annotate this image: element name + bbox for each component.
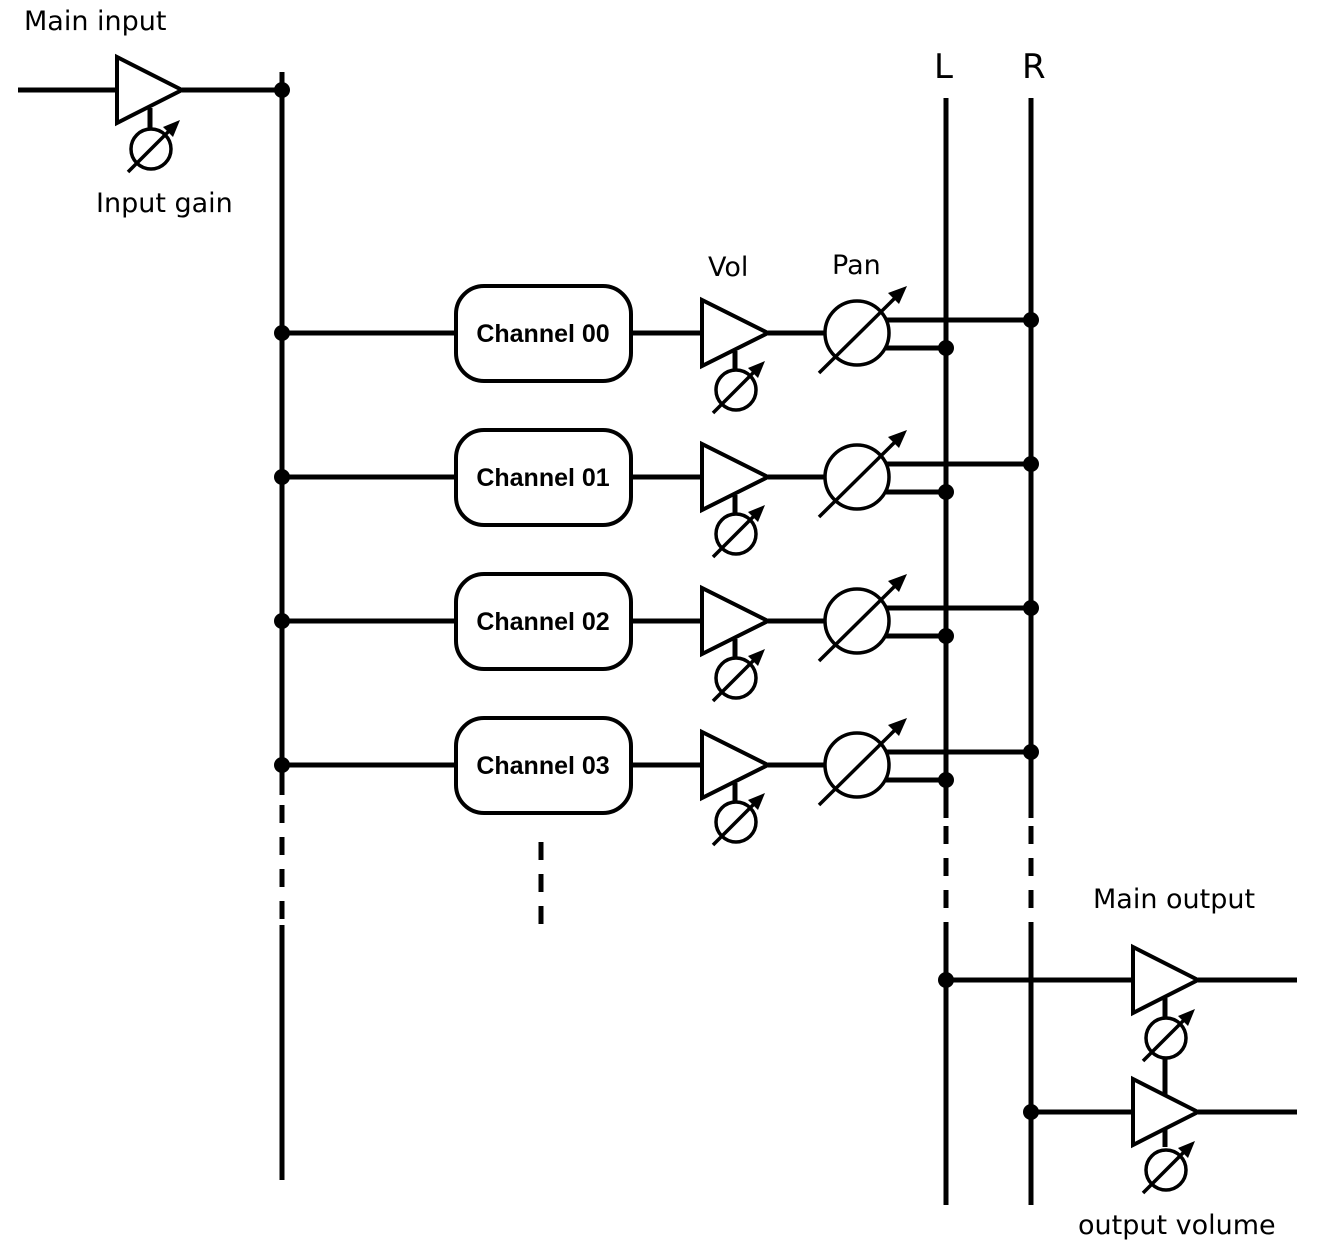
vol-amplifier-icon (700, 728, 773, 802)
main-output-section (938, 943, 1297, 1195)
channel-label: Channel 00 (476, 320, 609, 348)
junction-dot (938, 484, 954, 500)
vol-amplifier-icon (700, 440, 773, 514)
vol-label: Vol (708, 252, 748, 283)
stereo-bus (943, 98, 1034, 1205)
junction-dot (274, 325, 290, 341)
junction-dot (274, 757, 290, 773)
junction-dot (938, 340, 954, 356)
junction-dot (938, 772, 954, 788)
input-gain-label: Input gain (96, 188, 233, 219)
bus-right-label: R (1022, 47, 1046, 87)
vol-knob-icon (711, 505, 765, 559)
pan-label: Pan (832, 250, 881, 281)
channel-label: Channel 01 (476, 464, 609, 492)
channel-strips: Channel 00 Channel 01 Channel 02 Channel 03 (274, 284, 1039, 847)
vol-knob-icon (711, 649, 765, 703)
vol-knob-icon (711, 793, 765, 847)
right-output-amplifier-icon (1131, 1075, 1203, 1149)
vol-amplifier-icon (700, 296, 773, 370)
main-input-label: Main input (24, 6, 167, 37)
pan-knob-icon (817, 430, 907, 519)
channel-box (454, 716, 633, 815)
channel-box (454, 428, 633, 527)
channel-strip: Channel 01 (274, 428, 1039, 559)
junction-dot (938, 628, 954, 644)
channel-label: Channel 02 (476, 608, 609, 636)
output-volume-knob-icon (1141, 1141, 1195, 1195)
junction-dot (1023, 312, 1039, 328)
pan-knob-icon (817, 286, 907, 375)
output-volume-knob-icon (1141, 1009, 1195, 1063)
junction-dot (938, 972, 954, 988)
main-output-label: Main output (1093, 884, 1255, 915)
junction-dot (1023, 1104, 1039, 1120)
main-input-section (18, 53, 282, 174)
channel-label: Channel 03 (476, 752, 609, 780)
vol-knob-icon (711, 361, 765, 415)
channel-strip: Channel 03 (274, 716, 1039, 847)
channel-strip: Channel 00 (274, 284, 1039, 415)
input-gain-knob-icon (126, 120, 180, 174)
bus-left-label: L (934, 47, 953, 87)
output-volume-label: output volume (1078, 1210, 1276, 1241)
junction-dot (274, 613, 290, 629)
junction-dot (1023, 600, 1039, 616)
pan-knob-icon (817, 574, 907, 663)
channel-box (454, 284, 633, 383)
junction-dot (1023, 744, 1039, 760)
input-gain-amplifier-icon (115, 53, 187, 127)
junction-dot (1023, 456, 1039, 472)
junction-dot (274, 469, 290, 485)
input-bus (274, 72, 290, 1180)
channel-box (454, 572, 633, 671)
pan-knob-icon (817, 718, 907, 807)
channel-strip: Channel 02 (274, 572, 1039, 703)
junction-dot (274, 82, 290, 98)
left-output-amplifier-icon (1131, 943, 1203, 1017)
vol-amplifier-icon (700, 584, 773, 658)
